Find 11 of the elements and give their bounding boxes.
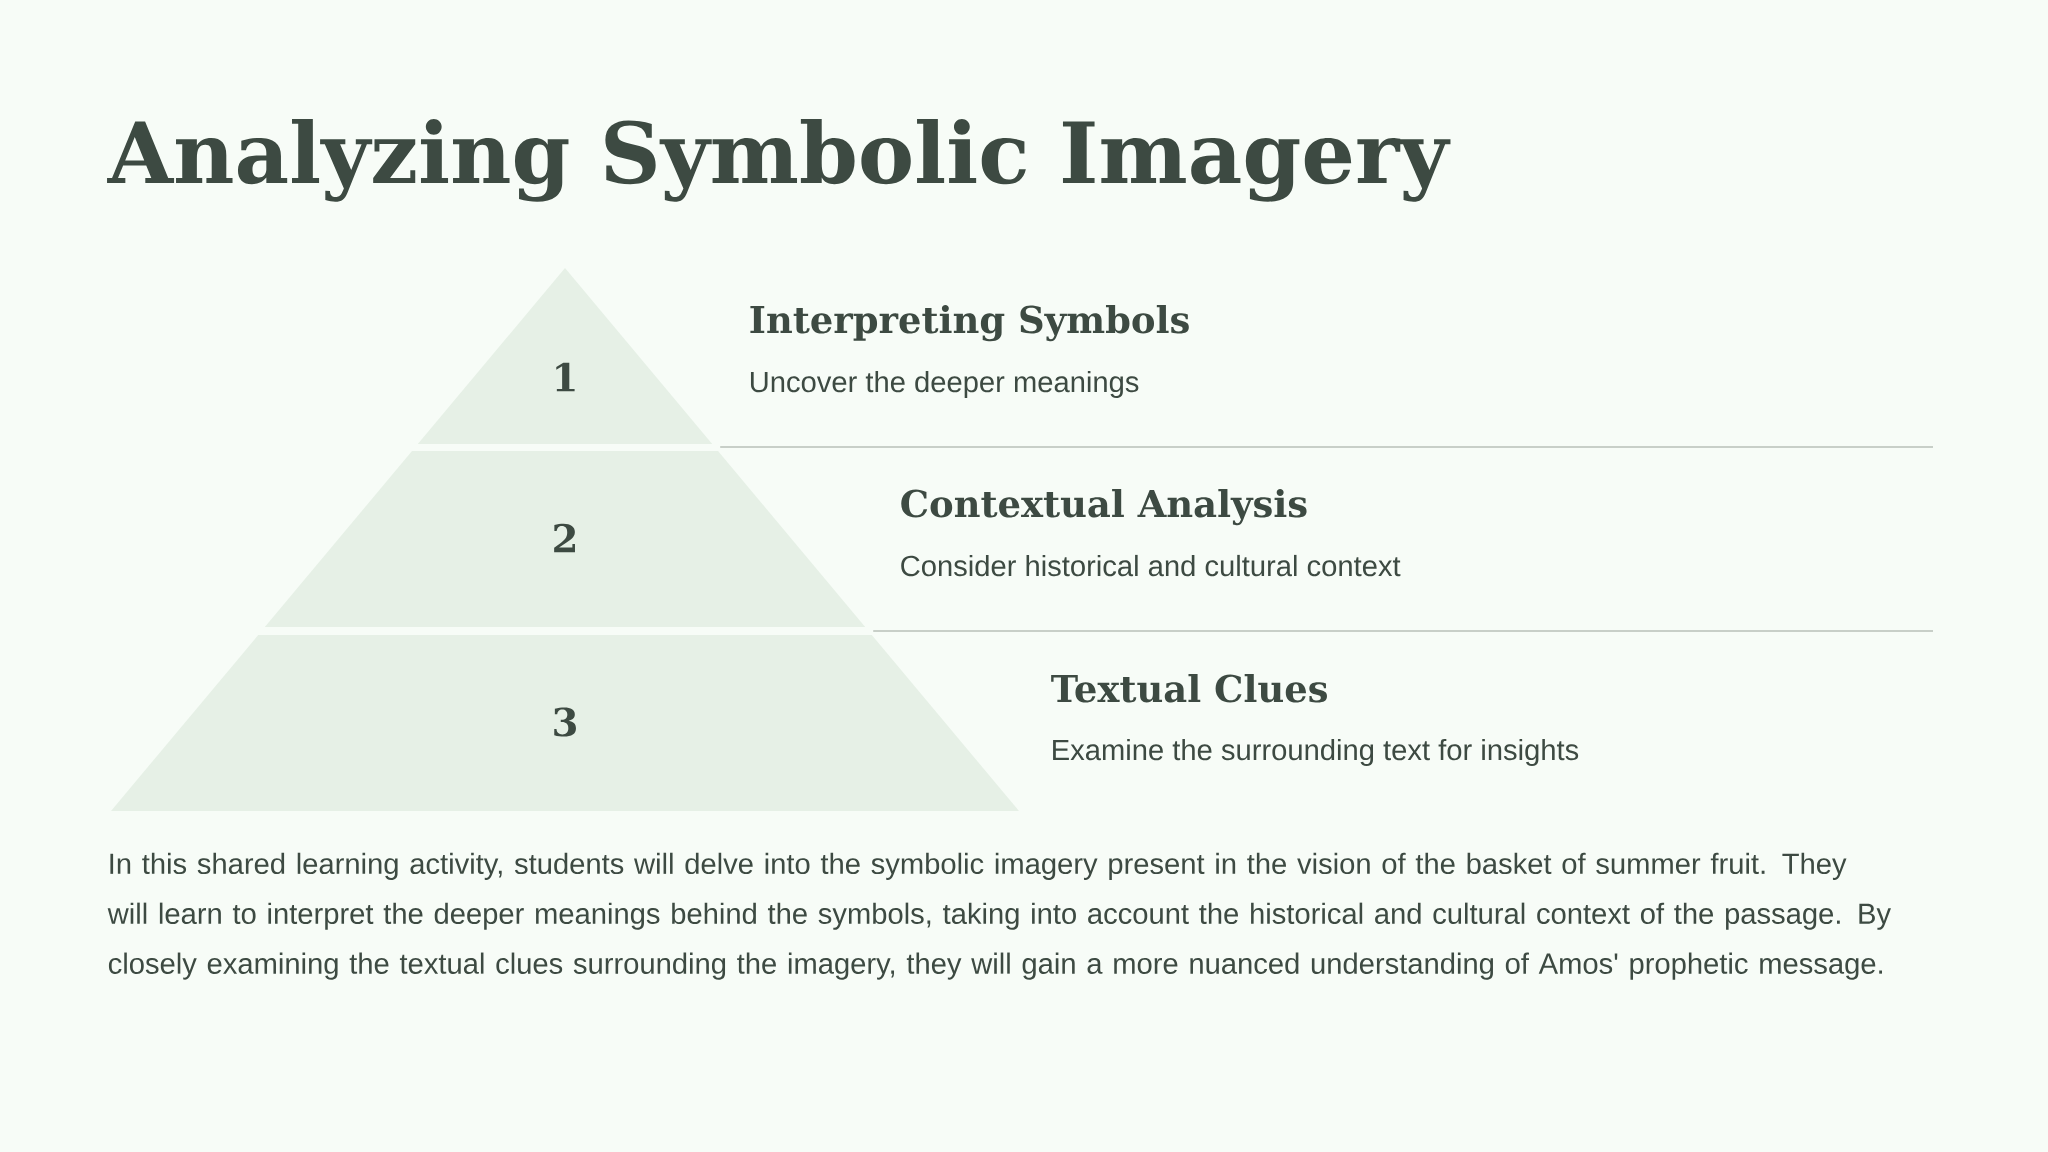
- tier-description: Uncover the deeper meanings: [750, 370, 1139, 399]
- pyramid-tier: 1: [417, 268, 713, 444]
- tier-heading: Textual Clues: [1051, 674, 1327, 703]
- tier-description: Consider historical and cultural context: [901, 554, 1401, 577]
- description-paragraph: In this shared learning activity, students will delve into the symbolic imagery present in the vision of the basket of summer fruit. They will learn to interpret the deeper meanings behind the symbols, taking into account the historical and cultural context of the passage. By closely examining the textual clues surrounding the imagery, they will gain a more nuanced understanding of Amos' prophetic message.: [107, 852, 1891, 980]
- title: Analyzing Symbolic Imagery: [107, 118, 1451, 202]
- tier-heading: Interpreting Symbols: [750, 305, 1189, 342]
- pyramid-tier: 2: [264, 451, 866, 627]
- pyramid-tier: 3: [111, 635, 1019, 811]
- tier-description: Examine the surrounding text for insights: [1053, 738, 1579, 767]
- tier-heading: Contextual Analysis: [901, 489, 1307, 526]
